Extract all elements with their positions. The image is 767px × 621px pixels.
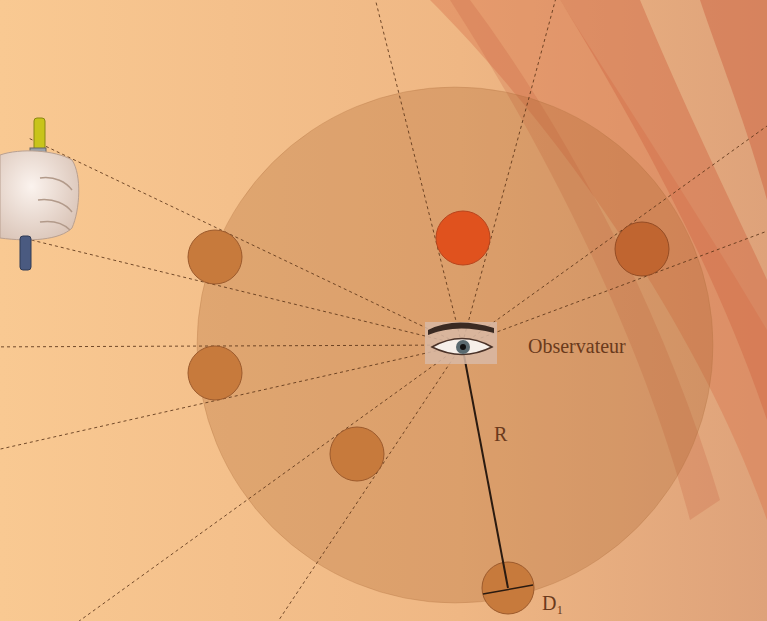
sight-line bbox=[468, 65, 767, 340]
hand-with-lighter bbox=[0, 118, 79, 270]
disk bbox=[188, 346, 242, 400]
sight-line bbox=[73, 350, 456, 621]
eye bbox=[425, 322, 497, 364]
disk bbox=[615, 222, 669, 276]
diameter-label: D₁ bbox=[542, 592, 563, 614]
disks bbox=[188, 211, 669, 614]
radius-label: R bbox=[494, 423, 507, 445]
sight-line bbox=[345, 0, 460, 337]
radius-line bbox=[463, 350, 508, 588]
sphere bbox=[197, 87, 713, 603]
sight-line bbox=[196, 352, 458, 621]
disk bbox=[436, 211, 490, 265]
disk bbox=[330, 427, 384, 481]
observer-label: Observateur bbox=[528, 335, 626, 357]
sight-line bbox=[469, 177, 767, 342]
sight-line bbox=[29, 138, 455, 341]
disk bbox=[188, 230, 242, 284]
sight-line bbox=[0, 347, 454, 451]
sight-line bbox=[0, 345, 454, 347]
sight-line bbox=[464, 0, 587, 337]
diameter-line bbox=[483, 585, 533, 594]
